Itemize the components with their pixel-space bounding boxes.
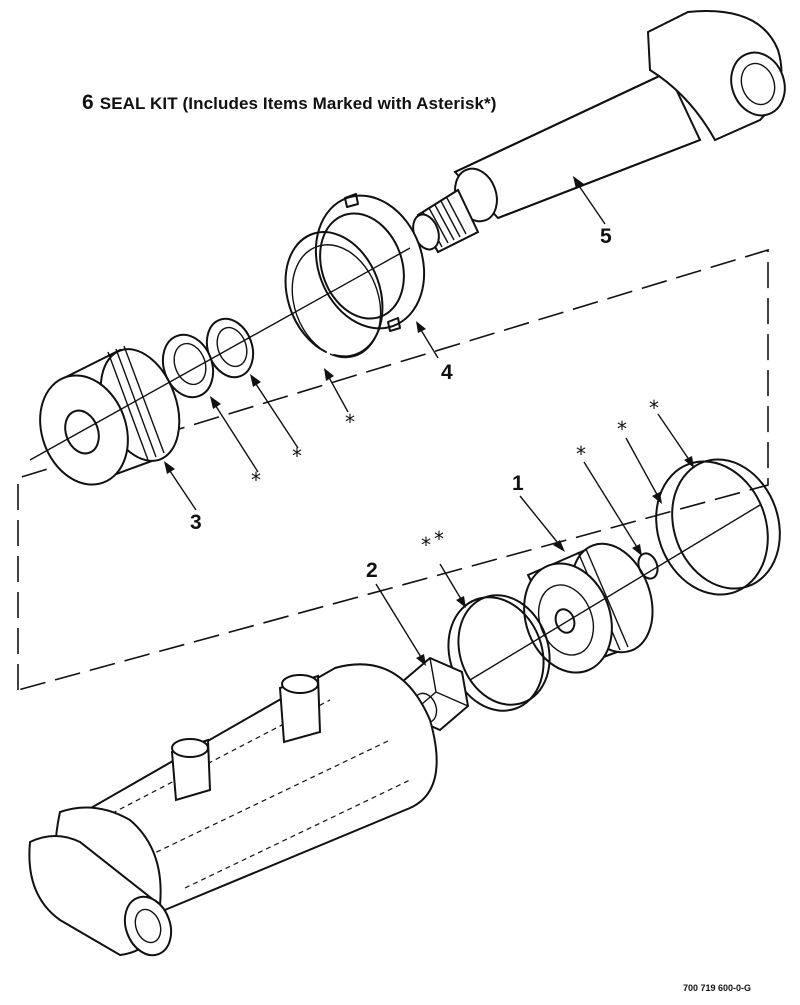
cylinder-barrel (28, 663, 438, 957)
callout-5: 5 (600, 225, 612, 248)
asterisk-rod-seal: * (292, 444, 302, 468)
seal-kit-title: 6 SEAL KIT (Includes Items Marked with As… (82, 91, 497, 115)
leader-lines (164, 176, 694, 666)
figure-id: 700 719 600-0-G (683, 983, 752, 993)
asterisk-o-ring: * (576, 442, 586, 466)
asterisk-wiper-seal: * (251, 468, 261, 492)
seal-kit-title-text: SEAL KIT (Includes Items Marked with Ast… (99, 94, 497, 113)
asterisk-snap-ring: * (345, 410, 355, 434)
piston-seal-ring-large (655, 458, 781, 596)
piston (523, 542, 654, 674)
assembly-phantom-outline (17, 248, 769, 691)
callout-1: 1 (512, 472, 524, 495)
seal-kit-item-number: 6 (82, 91, 94, 114)
callout-4: 4 (441, 361, 453, 384)
callout-2: 2 (366, 559, 378, 582)
callout-3: 3 (190, 511, 202, 534)
piston-center-line (469, 504, 761, 681)
asterisk-wear-ring-a: * (421, 533, 431, 557)
piston-rod (412, 10, 786, 254)
asterisk-seal-ring: * (617, 417, 627, 441)
piston-o-ring-small (637, 552, 659, 580)
snap-ring (284, 231, 384, 359)
asterisk-seal-ring-outer: * (649, 396, 659, 420)
asterisk-wear-ring-b: * (434, 527, 444, 551)
rod-center-line (29, 247, 411, 461)
